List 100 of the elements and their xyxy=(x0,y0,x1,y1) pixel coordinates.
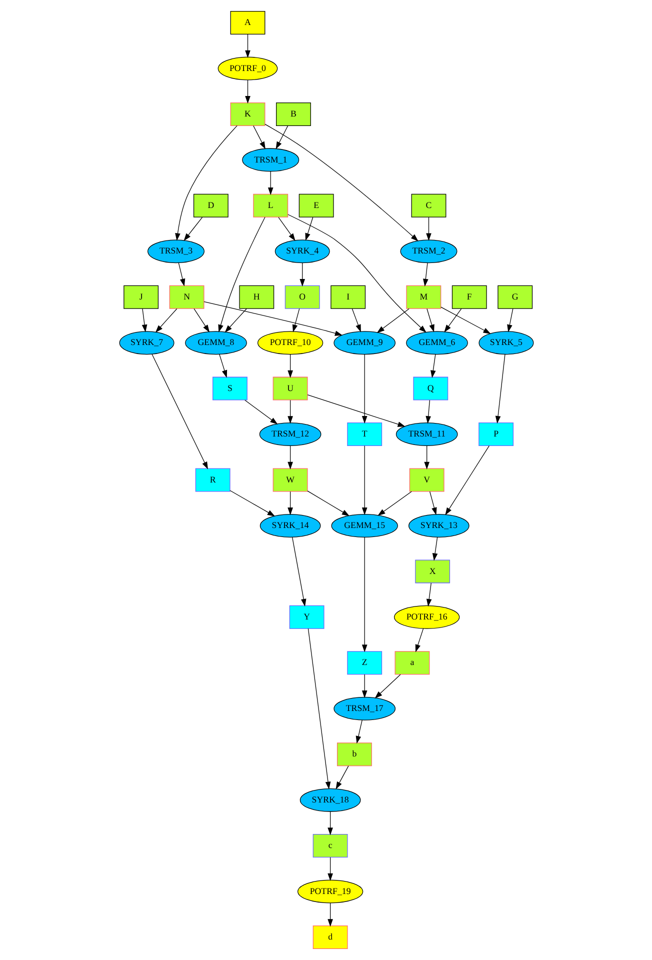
arrow xyxy=(287,446,292,470)
arrow xyxy=(327,902,332,927)
arrow xyxy=(327,857,332,881)
node-box: V xyxy=(408,468,444,492)
arrow xyxy=(351,308,360,332)
arrow xyxy=(287,214,426,333)
arrow xyxy=(377,491,412,516)
arrow xyxy=(376,308,409,333)
arrow xyxy=(361,445,367,516)
arrow xyxy=(252,126,265,150)
node-ellipse: SYRK_4 xyxy=(274,240,330,264)
node-box: T xyxy=(346,422,382,446)
node-ellipse: SYRK_18 xyxy=(299,788,360,812)
arrow xyxy=(429,491,436,516)
arrow xyxy=(444,308,462,332)
arrow xyxy=(361,354,367,424)
arrow xyxy=(426,308,434,332)
node-ellipse: SYRK_5 xyxy=(478,331,534,355)
node-ellipse: TRSM_2 xyxy=(400,240,457,264)
arrow xyxy=(306,394,405,427)
node-box: Y xyxy=(288,605,324,629)
arrow xyxy=(432,537,438,561)
node-ellipse: GEMM_15 xyxy=(330,514,398,538)
node-box: B xyxy=(276,102,310,126)
node-box: N xyxy=(168,285,204,309)
arrow xyxy=(267,171,273,196)
node-ellipse: TRSM_3 xyxy=(146,240,204,264)
node-box: I xyxy=(330,285,366,309)
arrow xyxy=(422,262,428,287)
arrow xyxy=(287,400,292,424)
node-box: Q xyxy=(412,376,448,400)
arrow xyxy=(374,674,400,699)
arrow xyxy=(307,628,330,790)
node-box: X xyxy=(414,560,450,584)
arrow xyxy=(178,262,185,286)
arrow xyxy=(141,308,147,332)
arrow xyxy=(287,354,292,378)
node-box: P xyxy=(478,422,514,446)
node-box: W xyxy=(272,468,308,492)
arrow xyxy=(426,582,432,607)
node-box: Z xyxy=(346,651,382,675)
arrow xyxy=(154,308,177,333)
node-box: D xyxy=(192,194,228,218)
node-box: R xyxy=(194,468,230,492)
arrow xyxy=(218,216,265,332)
node-ellipse: TRSM_12 xyxy=(258,422,321,446)
arrow xyxy=(444,445,489,516)
node-box: G xyxy=(497,285,532,309)
node-box: c xyxy=(312,834,348,858)
node-ellipse: SYRK_7 xyxy=(118,331,174,355)
node-box: M xyxy=(406,285,441,309)
node-ellipse: GEMM_6 xyxy=(406,331,468,355)
node-ellipse: TRSM_1 xyxy=(242,148,299,172)
arrow xyxy=(287,491,292,516)
arrow xyxy=(335,766,348,790)
arrow xyxy=(304,216,313,241)
arrow xyxy=(494,354,505,424)
node-ellipse: GEMM_8 xyxy=(184,331,246,355)
arrow xyxy=(414,628,424,652)
node-ellipse: POTRF_10 xyxy=(256,331,323,355)
arrow xyxy=(299,262,305,287)
node-box: E xyxy=(298,194,334,218)
node-box: S xyxy=(212,376,247,400)
arrow xyxy=(174,125,237,241)
node-box: b xyxy=(336,742,372,766)
node-box: L xyxy=(252,194,288,218)
node-box: O xyxy=(284,285,320,309)
node-box: U xyxy=(272,376,308,400)
arrow xyxy=(275,126,288,150)
arrow xyxy=(361,674,367,698)
node-ellipse: POTRF_19 xyxy=(296,880,363,904)
arrow xyxy=(203,301,342,336)
node-ellipse: POTRF_16 xyxy=(394,605,460,629)
node-box: a xyxy=(394,651,430,675)
node-ellipse: TRSM_17 xyxy=(333,696,396,720)
arrow xyxy=(430,354,436,378)
arrow xyxy=(244,34,250,58)
arrow xyxy=(426,216,431,241)
arrow xyxy=(327,811,332,836)
node-box: F xyxy=(451,285,486,309)
node-box: d xyxy=(312,925,348,949)
arrow xyxy=(292,308,300,332)
arrow xyxy=(224,308,246,333)
node-ellipse: SYRK_14 xyxy=(259,514,320,538)
arrow xyxy=(425,400,430,424)
arrow xyxy=(264,124,418,242)
arrow xyxy=(506,308,513,332)
arrow xyxy=(291,536,306,607)
node-ellipse: POTRF_0 xyxy=(217,56,278,80)
arrow xyxy=(151,354,208,470)
node-box: K xyxy=(230,102,265,126)
arrow xyxy=(424,446,430,470)
arrow xyxy=(278,216,295,241)
arrow xyxy=(244,80,250,104)
node-box: A xyxy=(230,11,265,35)
arrow xyxy=(440,306,490,334)
arrow xyxy=(355,720,362,744)
node-box: J xyxy=(123,285,158,309)
node-box: H xyxy=(238,285,274,309)
node-ellipse: SYRK_13 xyxy=(408,514,469,538)
